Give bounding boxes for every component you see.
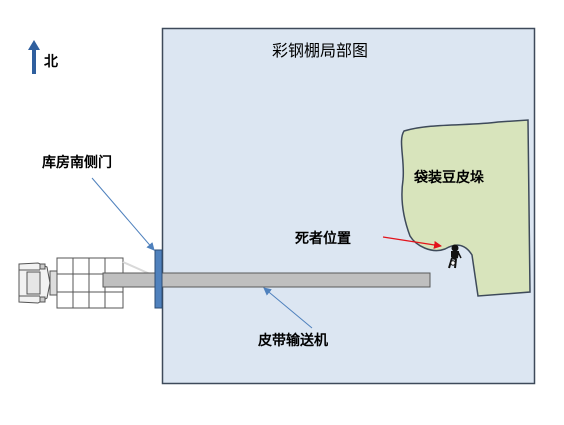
bean-skin-pile (400, 119, 531, 297)
north-label: 北 (44, 54, 58, 70)
victim-location-label: 死者位置 (295, 231, 351, 247)
pile-label: 袋装豆皮垛 (414, 170, 484, 186)
diagram-title: 彩钢棚局部图 (272, 41, 369, 60)
door-label: 库房南侧门 (42, 155, 112, 171)
door-leader-line (91, 177, 155, 251)
conveyor-belt (102, 272, 431, 288)
conveyor-leader-line (263, 287, 313, 329)
victim-pointer-arrow (382, 236, 442, 249)
north-arrow-icon (28, 40, 40, 74)
person-figure-icon (448, 244, 462, 269)
south-door (154, 249, 163, 309)
conveyor-label: 皮带输送机 (258, 333, 328, 349)
truck-icon (18, 257, 124, 309)
